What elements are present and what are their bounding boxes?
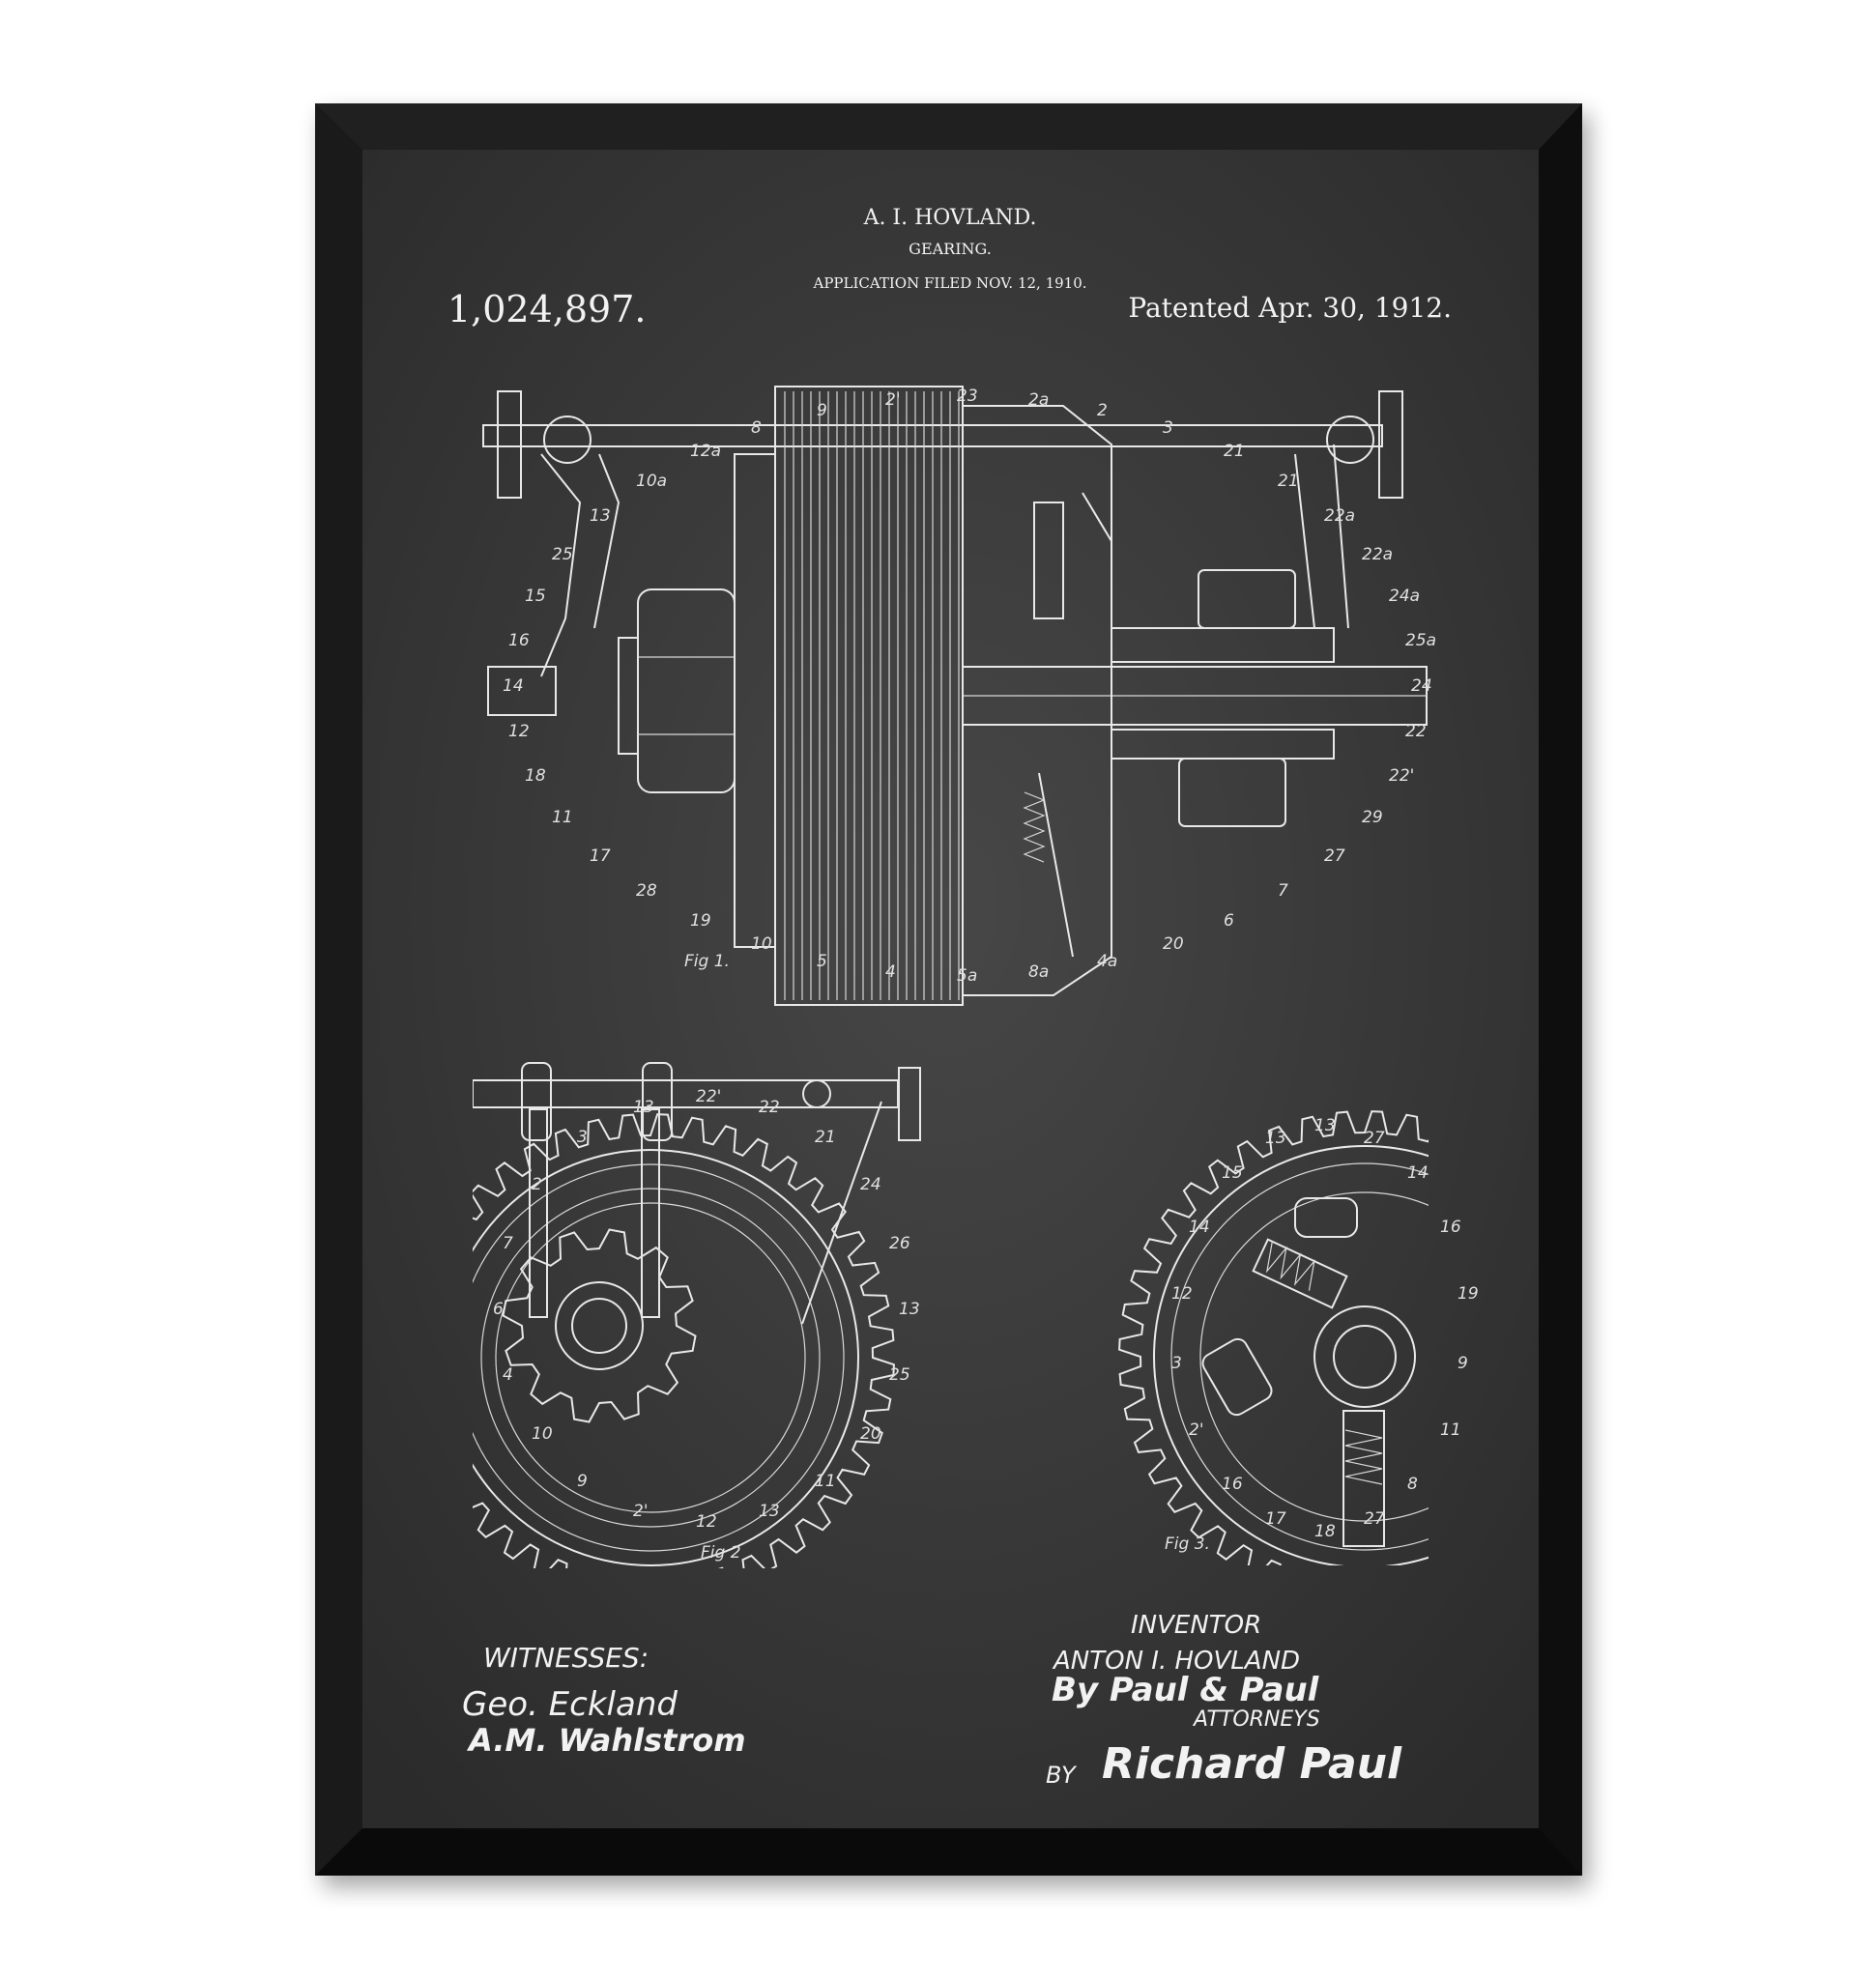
part-label: 16 (508, 631, 530, 650)
part-label: 21 (1278, 472, 1299, 491)
attorneys-label: ATTORNEYS (1192, 1707, 1320, 1732)
part-label: 11 (552, 808, 573, 827)
part-label: 2 (1097, 401, 1108, 420)
part-label: 10a (636, 472, 667, 491)
part-label: 12 (1171, 1284, 1193, 1304)
part-label: 6 (493, 1300, 504, 1319)
part-label: 11 (815, 1472, 836, 1491)
part-label: 3 (1163, 418, 1173, 438)
patented-date: Patented Apr. 30, 1912. (1128, 292, 1452, 324)
part-label: 25 (552, 545, 573, 564)
part-label: 9 (1458, 1354, 1468, 1373)
part-label: 23 (957, 387, 978, 406)
part-label: 14 (1407, 1163, 1429, 1183)
part-label: 13 (1314, 1116, 1336, 1135)
part-label: 13 (899, 1300, 920, 1319)
part-label: 25a (1405, 631, 1436, 650)
part-label: 13 (633, 1098, 654, 1117)
part-label: 2' (633, 1502, 649, 1521)
part-label: 21 (815, 1128, 836, 1147)
part-label: 26 (889, 1234, 910, 1253)
part-label: 12a (690, 442, 721, 461)
part-label: 18 (1314, 1522, 1336, 1541)
part-label: 20 (860, 1424, 881, 1444)
witnesses-label: WITNESSES: (483, 1642, 649, 1674)
part-label: 16 (1222, 1475, 1243, 1494)
part-label: 22' (1389, 766, 1414, 786)
part-label: 10 (751, 934, 772, 954)
attorney-firm-signature: By Paul & Paul (1052, 1671, 1320, 1709)
part-label: 15 (1222, 1163, 1243, 1183)
part-label: 3 (577, 1128, 588, 1147)
part-label: 19 (1458, 1284, 1479, 1304)
part-label: 16 (1440, 1218, 1461, 1237)
attorney-signature: Richard Paul (1102, 1739, 1402, 1789)
part-label: 14 (503, 676, 524, 696)
part-label: 8 (751, 418, 762, 438)
part-label: 11 (1440, 1420, 1461, 1440)
part-label: 10 (532, 1424, 553, 1444)
part-label: 13 (590, 506, 611, 526)
inventor-label: INVENTOR (1131, 1611, 1261, 1640)
part-label: 13 (1265, 1129, 1286, 1148)
part-label: 4a (1097, 952, 1117, 971)
part-label: 9 (577, 1472, 588, 1491)
part-label: 3 (1171, 1354, 1182, 1373)
part-label: 18 (525, 766, 546, 786)
part-label: 24 (1411, 676, 1432, 696)
part-label: 15 (525, 587, 546, 606)
part-label: 22 (759, 1098, 780, 1117)
part-label: 13 (759, 1502, 780, 1521)
figure-2-caption: Fig 2 (701, 1543, 741, 1563)
figure-3-caption: Fig 3. (1165, 1534, 1210, 1554)
part-label: 27 (1324, 846, 1345, 866)
part-label: 12 (696, 1512, 717, 1532)
by-label: BY (1046, 1762, 1078, 1789)
part-label: 19 (690, 911, 711, 931)
figure-1-caption: Fig 1. (684, 952, 730, 971)
part-label: 2a (1028, 390, 1049, 410)
patent-number: 1,024,897. (447, 288, 646, 330)
part-label: 22' (696, 1087, 721, 1106)
part-label: 21 (1224, 442, 1245, 461)
part-label: 9 (817, 401, 827, 420)
patent-title: GEARING. (909, 240, 992, 258)
part-label: 20 (1163, 934, 1184, 954)
part-label: 17 (590, 846, 611, 866)
part-label: 14 (1189, 1218, 1210, 1237)
part-label: 28 (636, 881, 657, 901)
part-label: 12 (508, 722, 530, 741)
part-label: 24a (1389, 587, 1420, 606)
part-label: 22a (1324, 506, 1355, 526)
part-label: 17 (1265, 1509, 1286, 1529)
part-label: 6 (1224, 911, 1234, 931)
application-date: APPLICATION FILED NOV. 12, 1910. (812, 274, 1086, 292)
part-label: 5a (957, 966, 977, 986)
part-label: 29 (1362, 808, 1383, 827)
part-label: 2' (885, 390, 901, 410)
part-label: 27 (1364, 1509, 1385, 1529)
part-label: 4 (503, 1365, 513, 1385)
witness-1-signature: Geo. Eckland (462, 1685, 678, 1724)
part-label: 8 (1407, 1475, 1418, 1494)
part-label: 2 (532, 1175, 542, 1194)
part-label: 2' (1189, 1420, 1204, 1440)
part-label: 5 (817, 952, 827, 971)
part-label: 24 (860, 1175, 881, 1194)
part-label: 25 (889, 1365, 910, 1385)
part-label: 7 (503, 1234, 513, 1253)
witness-2-signature: A.M. Wahlstrom (466, 1722, 746, 1759)
part-label: 7 (1278, 881, 1288, 901)
part-label: 27 (1364, 1129, 1385, 1148)
inventor-header: A. I. HOVLAND. (863, 206, 1037, 230)
part-label: 4 (885, 962, 896, 982)
part-label: 22a (1362, 545, 1393, 564)
part-label: 22 (1405, 722, 1427, 741)
part-label: 8a (1028, 962, 1049, 982)
